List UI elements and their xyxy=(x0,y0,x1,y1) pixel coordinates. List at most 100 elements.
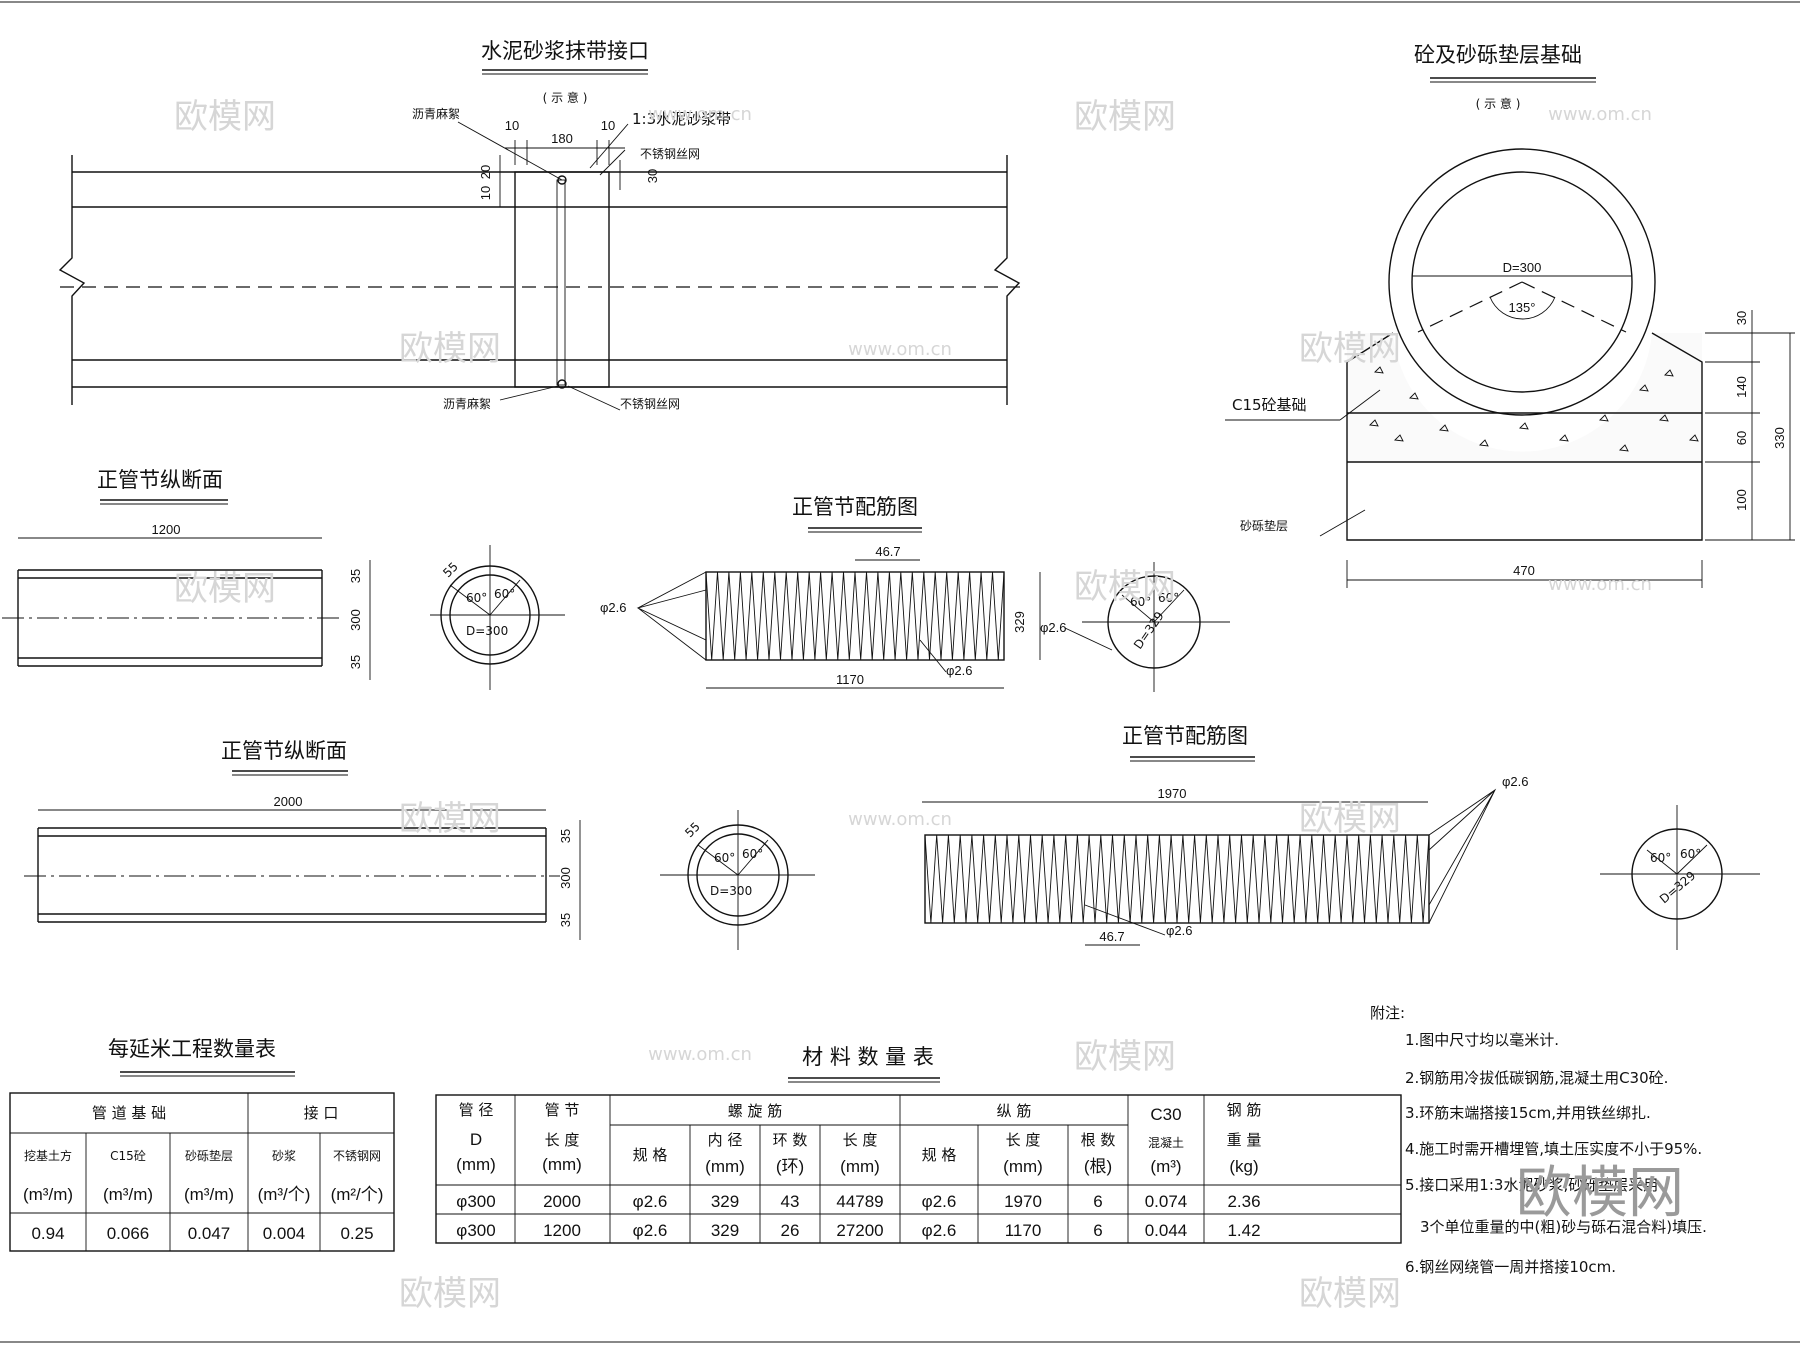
mat-cell: φ2.6 xyxy=(922,1221,957,1240)
mat-cell: 6 xyxy=(1093,1192,1102,1211)
mat-cell: 1200 xyxy=(543,1221,581,1240)
qty-group-foundation: 管 道 基 础 xyxy=(92,1104,166,1122)
foundation-dim-30: 30 xyxy=(1734,311,1749,325)
joint-dim-20: 20 xyxy=(478,165,493,179)
note-item: 2.钢筋用冷拔低碳钢筋,混凝土用C30砼. xyxy=(1405,1069,1668,1087)
mat-cell: 43 xyxy=(781,1192,800,1211)
mat-cell: φ2.6 xyxy=(633,1192,668,1211)
sec1-t1: 35 xyxy=(348,569,363,583)
rebar-1170: 正管节配筋图 46.7 φ2.6 329 φ2.6 1170 φ2.6 60° … xyxy=(600,495,1230,692)
sec2-angle-b: 60° xyxy=(742,847,763,861)
watermark-brand: 欧模网 xyxy=(399,329,501,369)
foundation-dim-330: 330 xyxy=(1772,427,1787,449)
sec2-t1: 35 xyxy=(558,829,573,843)
mat-l-cnt: 根 数 xyxy=(1081,1131,1116,1149)
reb1-c-d: D=329 xyxy=(1131,609,1167,652)
watermark-site: www.om.cn xyxy=(1548,574,1652,595)
qty-cell: 0.004 xyxy=(263,1224,306,1243)
foundation-angle: 135° xyxy=(1509,300,1536,315)
joint-detail: 水泥砂浆抹带接口 ( 示 意 ) 10 180 10 20 10 30 沥青麻絮 xyxy=(58,39,1021,411)
qty-cell: 0.94 xyxy=(31,1224,64,1243)
qty-cell: 0.047 xyxy=(188,1224,231,1243)
qty-col-unit: (m³/m) xyxy=(103,1185,153,1204)
mat-cell: 1.42 xyxy=(1227,1221,1260,1240)
reb2-phi-bottom: φ2.6 xyxy=(1166,923,1193,938)
mat-h-c30: C30 xyxy=(1150,1105,1181,1124)
watermarks: 欧模网 www.om.cn 欧模网 www.om.cn 欧模网 www.om.c… xyxy=(174,97,1684,1314)
sec1-t2: 35 xyxy=(348,655,363,669)
watermark-brand: 欧模网 xyxy=(399,799,501,839)
reb1-length: 1170 xyxy=(836,672,864,687)
mat-cell: φ2.6 xyxy=(633,1221,668,1240)
joint-dim-10-v: 10 xyxy=(478,186,493,200)
joint-dim-180: 180 xyxy=(551,131,573,146)
qty-col-header: 砂浆 xyxy=(272,1148,296,1163)
note-item: 5.接口采用1:3水泥砂浆,砂砾垫层采用 xyxy=(1405,1176,1658,1194)
watermark-brand: 欧模网 xyxy=(1074,1037,1176,1077)
joint-label-asphalt-top: 沥青麻絮 xyxy=(412,106,460,121)
watermark-brand: 欧模网 xyxy=(1299,799,1401,839)
mat-cell: 329 xyxy=(711,1221,739,1240)
mat-cell: 2.36 xyxy=(1227,1192,1260,1211)
foundation-dim-100: 100 xyxy=(1734,489,1749,511)
note-item: 4.施工时需开槽埋管,填土压实度不小于95%. xyxy=(1405,1140,1702,1158)
reb2-angle-b: 60° xyxy=(1680,847,1701,861)
reb2-title: 正管节配筋图 xyxy=(1122,724,1248,748)
qty-columns: 挖基土方(m³/m)C15砼(m³/m)砂砾垫层(m³/m)砂浆(m³/个)不锈… xyxy=(23,1148,383,1243)
sec1-d: 300 xyxy=(348,609,363,631)
qty-col-unit: (m³/个) xyxy=(258,1185,311,1204)
reb1-pitch: 46.7 xyxy=(875,544,900,559)
watermark-brand: 欧模网 xyxy=(1074,567,1176,607)
sec1-title: 正管节纵断面 xyxy=(97,468,223,492)
mat-cell: 329 xyxy=(711,1192,739,1211)
watermark-site: www.om.cn xyxy=(648,1044,752,1065)
mat-cell: φ2.6 xyxy=(922,1192,957,1211)
watermark-site: www.om.cn xyxy=(848,339,952,360)
mat-title: 材 料 数 量 表 xyxy=(802,1045,934,1069)
mat-cell: 0.074 xyxy=(1145,1192,1188,1211)
watermark-site: www.om.cn xyxy=(648,104,752,125)
mat-cell: 1970 xyxy=(1004,1192,1042,1211)
mat-l-len-unit: (mm) xyxy=(1003,1157,1043,1176)
quantity-table: 每延米工程数量表 管 道 基 础 接 口 挖基土方(m³/m)C15砼(m³/m… xyxy=(9,1037,395,1252)
reb2-phi-top: φ2.6 xyxy=(1502,774,1529,789)
sec1-angle-b: 60° xyxy=(494,587,515,601)
sec2-length: 2000 xyxy=(274,794,303,809)
mat-l-cnt-unit: (根) xyxy=(1084,1157,1112,1176)
sec2-title: 正管节纵断面 xyxy=(221,739,347,763)
joint-dim-10-right: 10 xyxy=(601,118,615,133)
mat-h-c30-unit: (m³) xyxy=(1150,1157,1181,1176)
reb2-length: 1970 xyxy=(1158,786,1187,801)
mat-cell: 6 xyxy=(1093,1221,1102,1240)
mat-s-id-unit: (mm) xyxy=(705,1157,745,1176)
joint-label-mortar: 1:3水泥砂浆带 xyxy=(632,110,731,128)
reb2-angle-a: 60° xyxy=(1650,851,1671,865)
mat-s-id: 内 径 xyxy=(708,1131,743,1149)
watermark-brand: 欧模网 xyxy=(1299,329,1401,369)
mat-h-steel2: 重 量 xyxy=(1227,1131,1262,1149)
mat-s-spec: 规 格 xyxy=(633,1146,668,1164)
reb1-angle-a: 60° xyxy=(1130,595,1151,609)
watermark-big: 欧模网 xyxy=(1516,1161,1684,1226)
mat-cell: 27200 xyxy=(836,1221,883,1240)
qty-col-header: 挖基土方 xyxy=(24,1148,72,1163)
qty-col-header: 砂砾垫层 xyxy=(185,1148,233,1163)
notes: 附注: 1.图中尺寸均以毫米计.2.钢筋用冷拔低碳钢筋,混凝土用C30砼.3.环… xyxy=(1370,1004,1707,1276)
qty-title: 每延米工程数量表 xyxy=(108,1037,276,1061)
qty-cell: 0.066 xyxy=(107,1224,150,1243)
mat-s-rings-unit: (环) xyxy=(776,1157,804,1176)
reb1-title: 正管节配筋图 xyxy=(792,495,918,519)
mat-cell: 1170 xyxy=(1005,1221,1042,1240)
foundation-d-label: D=300 xyxy=(1503,260,1542,275)
foundation-c15-label: C15砼基础 xyxy=(1232,396,1307,414)
sec2-c-d: D=300 xyxy=(710,884,752,898)
reb1-phi-right: φ2.6 xyxy=(1040,620,1067,635)
mat-h-long: 纵 筋 xyxy=(997,1102,1032,1120)
watermark-brand: 欧模网 xyxy=(399,1274,501,1314)
mat-s-len-unit: (mm) xyxy=(840,1157,880,1176)
pipe-section-1200: 正管节纵断面 1200 35 300 35 55 60° 60° D=300 xyxy=(2,468,565,690)
mat-l-spec: 规 格 xyxy=(922,1146,957,1164)
qty-col-unit: (m²/个) xyxy=(331,1185,384,1204)
mat-cell: 0.044 xyxy=(1145,1221,1188,1240)
reb1-h: 329 xyxy=(1012,611,1027,633)
